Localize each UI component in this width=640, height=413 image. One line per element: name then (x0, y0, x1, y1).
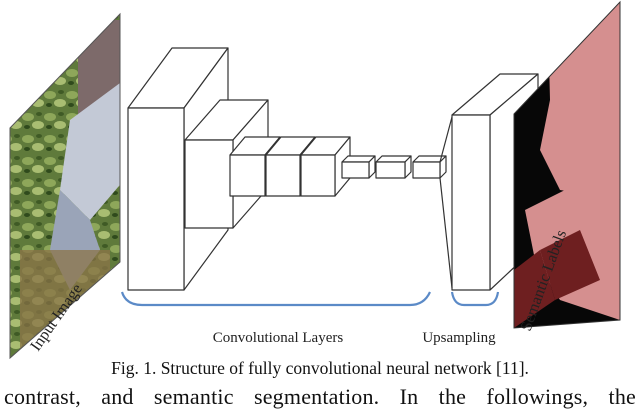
upsampling-connector-top (439, 116, 453, 163)
upsampling-label: Upsampling (422, 330, 496, 346)
semantic-labels-image (513, 0, 621, 329)
upsampling-bracket (450, 291, 500, 307)
conv-block-6 (341, 155, 376, 179)
network-blocks (127, 47, 539, 291)
conv-block-8 (412, 155, 447, 179)
figure-caption: Fig. 1. Structure of fully convolutional… (111, 358, 529, 378)
convolutional-layers-label: Convolutional Layers (213, 330, 344, 346)
conv-block-5 (300, 136, 351, 197)
body-text-line: contrast, and semantic segmentation. In … (4, 384, 636, 409)
upsampling-connector-bottom (439, 177, 453, 289)
convolutional-layers-bracket (120, 291, 431, 307)
conv-block-7 (375, 155, 412, 179)
